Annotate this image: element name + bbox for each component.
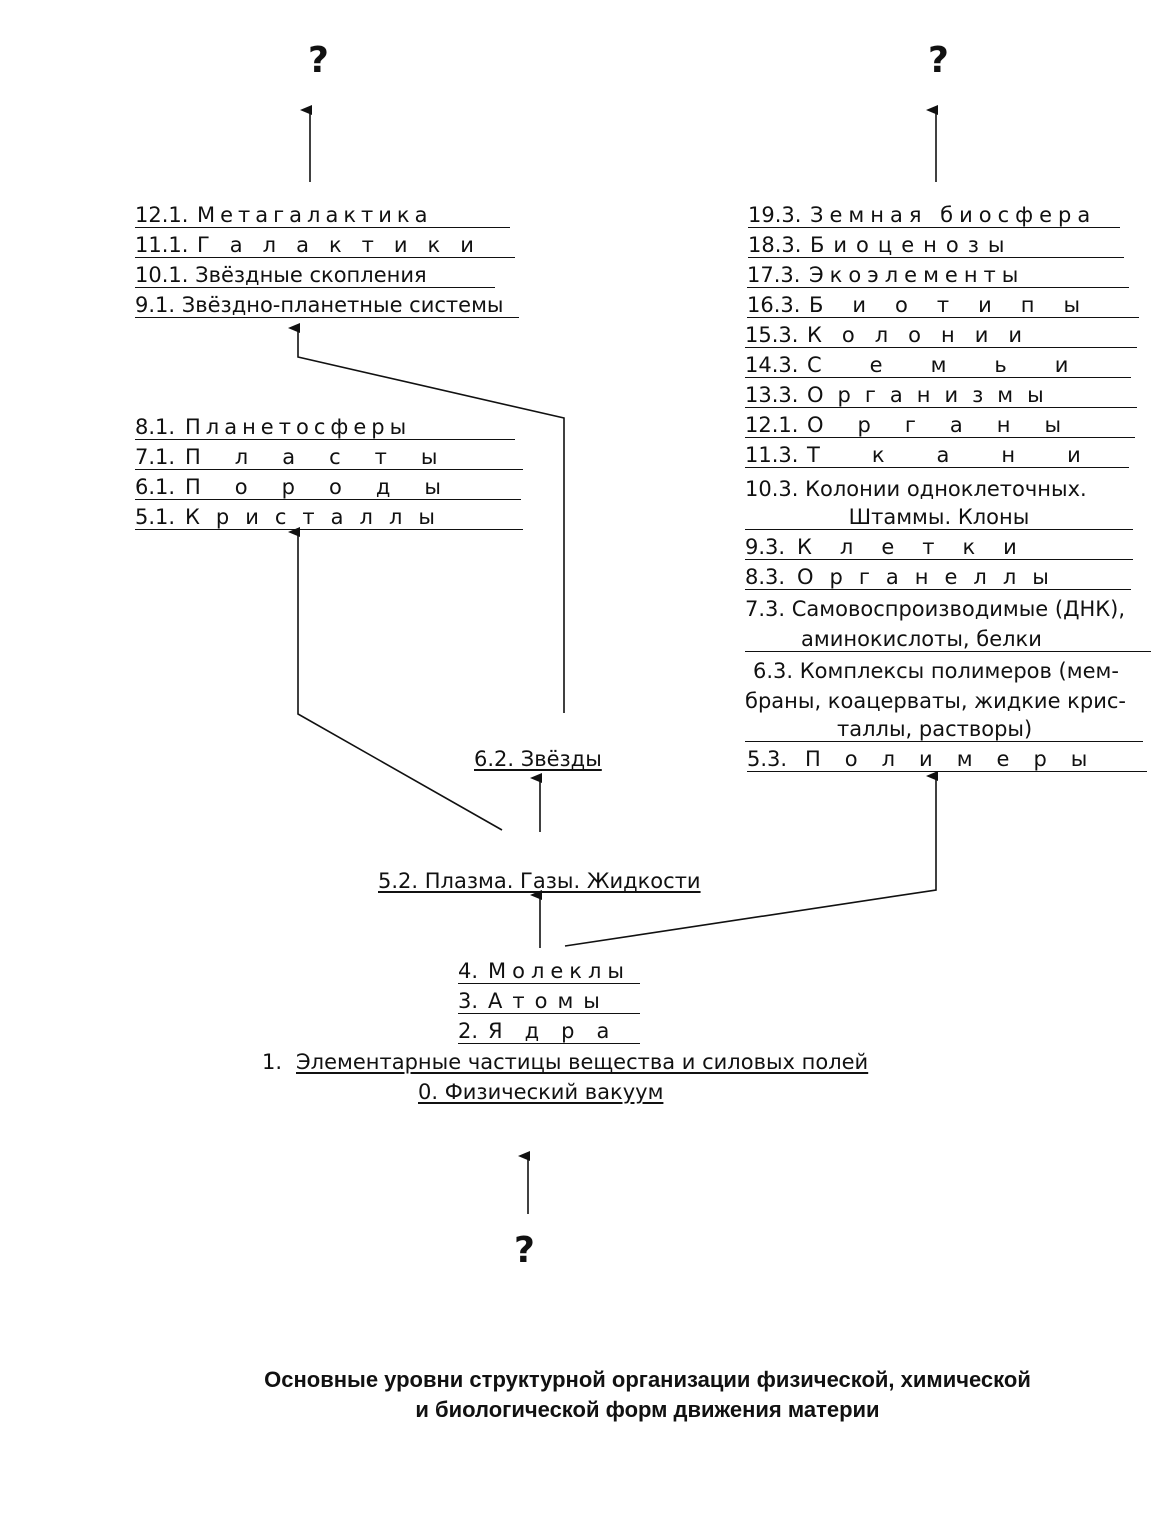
level-12-1-organs: 12.1.Органы [745,410,1135,438]
level-7-1: 7.1.Пласты [135,442,523,470]
question-mark-top-left: ? [308,40,329,81]
question-mark-bottom: ? [514,1230,535,1271]
level-11-1: 11.1.Галактики [135,230,515,258]
level-10-3-line1: 10.3. Колонии одноклеточных. [745,477,1087,501]
level-19-3: 19.3.Земная биосфера [748,200,1120,228]
level-6-3-line1: 6.3. Комплексы полимеров (мем- [753,659,1119,683]
level-9-1: 9.1. Звёздно-планетные системы [135,290,519,318]
level-7-3-line2: аминокислоты, белки [745,624,1151,652]
level-5-3: 5.3.Полимеры [747,744,1147,772]
level-8-1: 8.1.Планетосферы [135,412,515,440]
diagram-caption: Основные уровни структурной организации … [0,1365,1175,1425]
level-5-2-plasma: 5.2. Плазма. Газы. Жидкости [378,869,701,893]
level-5-1: 5.1.Кристаллы [135,502,523,530]
level-12-1: 12.1.Метагалактика [135,200,510,228]
level-6-3-line2: браны, коацерваты, жидкие крис- [745,689,1126,713]
caption-line-2: и биологической форм движения материи [415,1397,880,1422]
level-4-molecules: 4.Молеклы [458,956,640,984]
level-8-3: 8.3.Органеллы [745,562,1131,590]
level-14-3: 14.3.Семьи [745,350,1131,378]
level-3-atoms: 3.Атомы [458,986,640,1014]
arrow-stars-to-systems [288,323,565,713]
level-13-3: 13.3.Организмы [745,380,1137,408]
level-18-3: 18.3.Биоценозы [748,230,1124,258]
arrow-molecules-to-polymers [564,771,938,947]
level-6-3-line3: таллы, растворы) [745,714,1143,742]
level-10-3-line2: Штаммы. Клоны [745,502,1133,530]
level-10-1: 10.1. Звёздные скопления [135,260,495,288]
question-mark-top-right: ? [928,40,949,81]
level-1-num: 1. [262,1050,283,1074]
level-2-nuclei: 2.Ядра [458,1016,640,1044]
level-16-3: 16.3.Биотипы [747,290,1139,318]
arrow-plasma-to-crystals [288,527,503,831]
level-6-2-stars: 6.2. Звёзды [474,747,602,771]
level-7-3-line1: 7.3. Самовоспроизводимые (ДНК), [745,597,1126,621]
level-6-1: 6.1.Породы [135,472,521,500]
level-11-3: 11.3.Ткани [745,440,1129,468]
level-1-elementary-particles: Элементарные частицы вещества и силовых … [296,1050,869,1074]
level-15-3: 15.3.Колонии [745,320,1137,348]
level-9-3: 9.3.Клетки [745,532,1133,560]
caption-line-1: Основные уровни структурной организации … [264,1367,1031,1392]
level-17-3: 17.3.Экоэлементы [747,260,1129,288]
level-0-vacuum: 0. Физический вакуум [418,1080,664,1104]
